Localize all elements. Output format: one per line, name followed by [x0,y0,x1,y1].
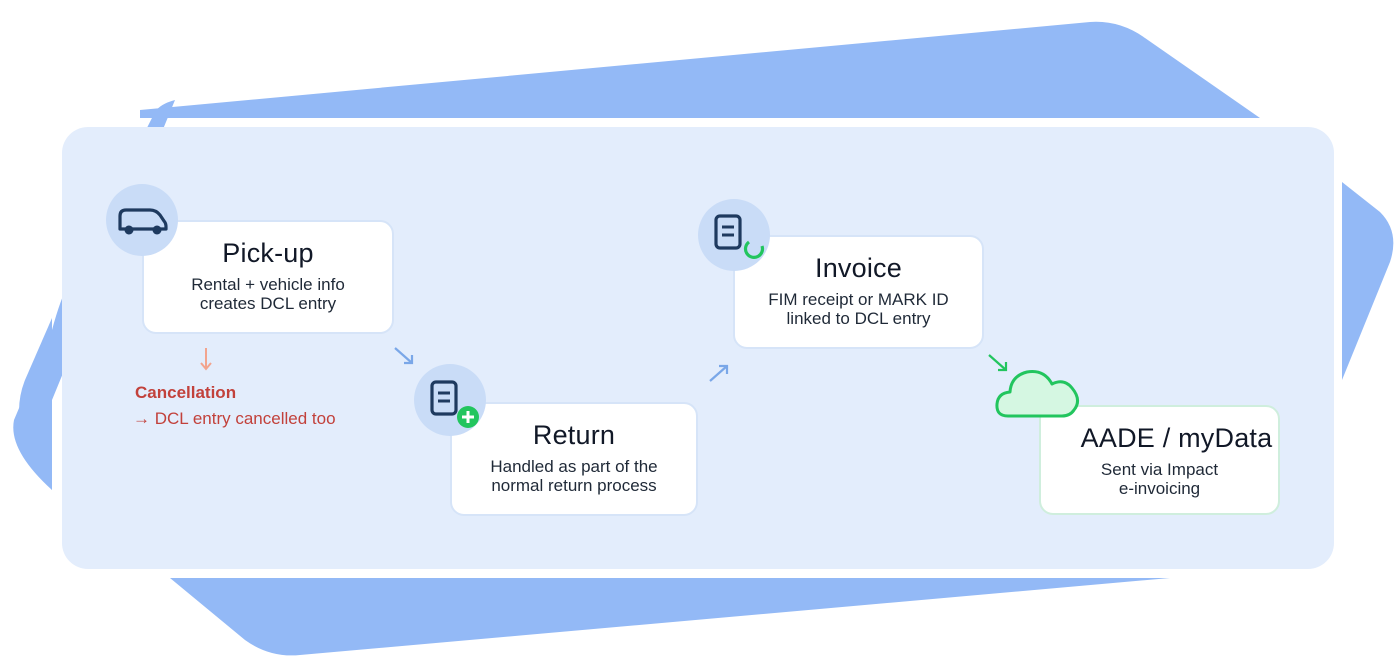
aade-desc-line2: e-invoicing [1118,479,1201,498]
return-desc-line2: normal return process [491,476,657,495]
flow-arrow-invoice-to-aade [988,354,1008,372]
cancellation-title: Cancellation [135,383,237,402]
pickup-card: Pick-up Rental + vehicle info creates DC… [142,220,394,334]
car-icon [118,208,168,235]
invoice-icon-circle [698,199,770,271]
invoice-desc-line2: linked to DCL entry [786,309,931,328]
invoice-desc-line1: FIM receipt or MARK ID [768,290,949,309]
pickup-description: Rental + vehicle info creates DCL entry [144,275,392,313]
flow-arrow-pickup-to-return [394,347,414,365]
cloud-icon [995,370,1079,418]
pickup-desc-line1: Rental + vehicle info [191,275,345,294]
return-title: Return [532,420,616,450]
document-sync-icon [714,214,765,259]
return-icon-circle [414,364,486,436]
flow-arrow-return-to-invoice [709,364,729,382]
aade-description: Sent via Impact e-invoicing [1041,460,1278,498]
return-description: Handled as part of the normal return pro… [452,457,696,495]
pickup-title: Pick-up [222,238,314,268]
return-card: Return Handled as part of the normal ret… [450,402,698,516]
pickup-desc-line2: creates DCL entry [199,294,337,313]
aade-title: AADE / myData [1080,423,1273,453]
document-plus-icon [430,380,479,428]
aade-card: AADE / myData Sent via Impact e-invoicin… [1039,405,1280,515]
return-desc-line1: Handled as part of the [490,457,658,476]
pickup-icon-circle [106,184,178,256]
invoice-description: FIM receipt or MARK ID linked to DCL ent… [735,290,982,328]
invoice-title: Invoice [815,253,902,283]
cancel-down-arrow [200,348,212,371]
invoice-card: Invoice FIM receipt or MARK ID linked to… [733,235,984,349]
cancellation-description: → DCL entry cancelled too [133,409,336,428]
aade-icon-circle [995,370,1079,450]
aade-desc-line1: Sent via Impact [1100,460,1219,479]
